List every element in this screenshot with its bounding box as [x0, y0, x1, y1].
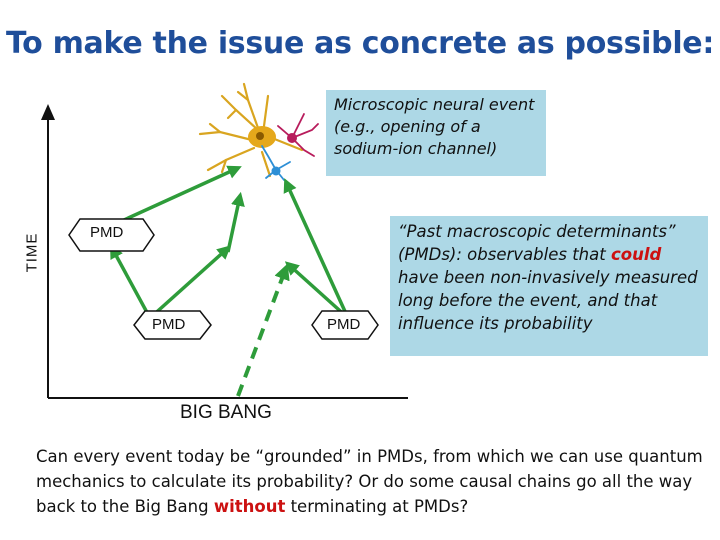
arrow-mid-to-event	[226, 191, 245, 253]
arrow-pmd2-to-mid	[148, 245, 232, 320]
pmd-node-label-1: PMD	[90, 224, 124, 241]
question-caption: Can every event today be “grounded” in P…	[36, 444, 708, 519]
arrow-pmd3-to-event	[283, 178, 350, 319]
slide-title: To make the issue as concrete as possibl…	[5, 26, 715, 61]
time-axis-label: TIME	[20, 226, 46, 286]
arrow-pmd3-to-branch	[284, 261, 350, 320]
microscopic-event-box: Microscopic neural event (e.g., opening …	[326, 90, 546, 176]
big-bang-label: BIG BANG	[180, 402, 272, 423]
arrow-pmd2-to-pmd1	[109, 244, 152, 319]
pmd-node-label-3: PMD	[327, 316, 361, 333]
causal-arrows	[79, 165, 350, 320]
pmd-definition-text-2: have been non-invasively measured long b…	[398, 268, 698, 333]
caption-text-2: terminating at PMDs?	[285, 497, 469, 516]
pmd-node-shape-3	[311, 310, 379, 340]
pmd-definition-highlight: could	[610, 245, 662, 264]
pmd-definition-text-1: “Past macroscopic determinants” (PMDs): …	[398, 222, 676, 264]
time-axis-label-text: TIME	[23, 232, 41, 273]
pmd-node-shape-1	[68, 218, 155, 252]
caption-highlight: without	[213, 497, 286, 516]
pmd-node-label-2: PMD	[152, 316, 186, 333]
caption-text-1: Can every event today be “grounded” in P…	[36, 447, 703, 516]
time-axis	[41, 104, 55, 398]
dashed-chain-to-big-bang	[236, 263, 290, 397]
pmd-definition-box: “Past macroscopic determinants” (PMDs): …	[390, 216, 708, 356]
neuron-illustration	[198, 82, 319, 181]
pmd-node-shape-2	[133, 310, 212, 340]
